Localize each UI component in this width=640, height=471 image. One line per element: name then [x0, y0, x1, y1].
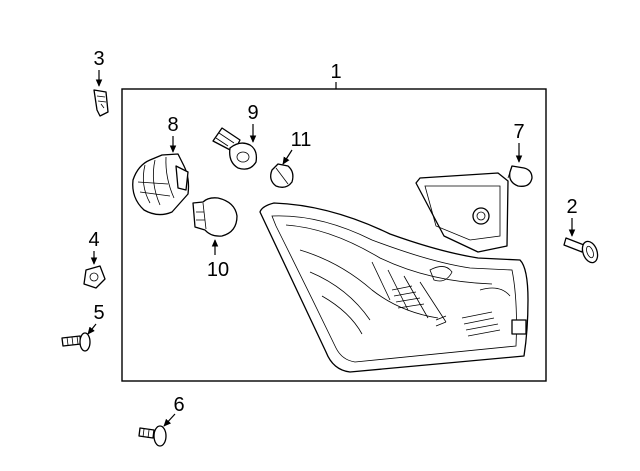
callout-label-1: 1: [330, 61, 341, 83]
callout-2[interactable]: 2: [566, 196, 578, 237]
callout-10[interactable]: 10: [207, 239, 229, 281]
part-socket-small[interactable]: [212, 127, 258, 170]
callout-7[interactable]: 7: [513, 121, 525, 163]
callout-8[interactable]: 8: [167, 114, 179, 153]
part-nut[interactable]: [83, 265, 106, 289]
callout-11[interactable]: 11: [282, 129, 312, 165]
callout-9[interactable]: 9: [247, 102, 259, 143]
callout-6[interactable]: 6: [163, 394, 185, 427]
callout-label-3: 3: [93, 48, 104, 70]
part-screw-2[interactable]: [563, 237, 600, 265]
callout-label-11: 11: [291, 129, 312, 151]
part-socket[interactable]: [132, 153, 190, 216]
part-bolt-6[interactable]: [138, 425, 167, 447]
callout-4[interactable]: 4: [88, 229, 100, 265]
callout-label-4: 4: [88, 229, 99, 251]
part-grommet[interactable]: [507, 165, 533, 187]
part-tail-lamp-assembly[interactable]: [259, 172, 529, 373]
part-bulb[interactable]: [192, 197, 238, 237]
callout-label-8: 8: [167, 114, 178, 136]
callout-1[interactable]: 1: [330, 61, 342, 89]
callout-5[interactable]: 5: [87, 302, 105, 335]
callout-label-5: 5: [93, 302, 104, 324]
callout-3[interactable]: 3: [93, 48, 105, 87]
callout-label-10: 10: [207, 259, 229, 281]
callout-label-7: 7: [513, 121, 524, 143]
part-bulb-small[interactable]: [270, 163, 294, 188]
callout-label-9: 9: [247, 102, 258, 124]
callout-label-6: 6: [173, 394, 184, 416]
part-bolt-5[interactable]: [61, 332, 91, 352]
callout-label-2: 2: [566, 196, 577, 218]
part-clip[interactable]: [93, 89, 109, 117]
assembly-frame: [121, 88, 547, 382]
